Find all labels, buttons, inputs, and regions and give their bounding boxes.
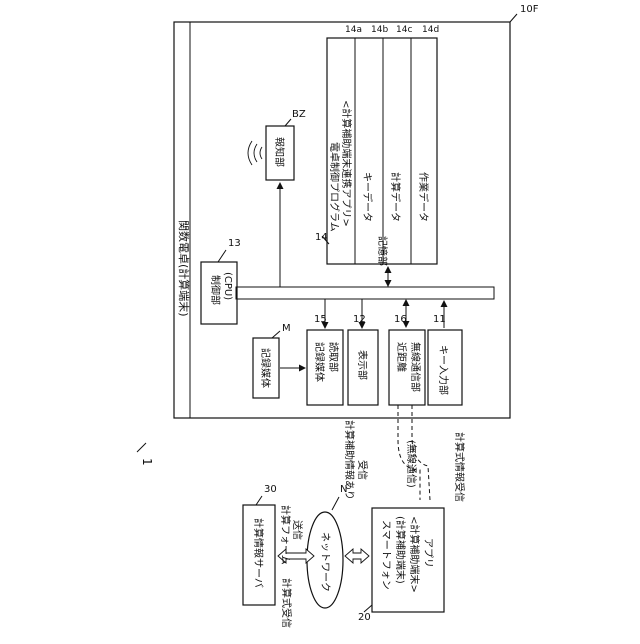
keys-label: キー入力部 (437, 345, 450, 395)
reader-label-line1: 記録媒体 (313, 342, 326, 382)
storage-program-line2: <計算補助端末連携アプリ> (340, 100, 353, 227)
storage-item-key-data: キーデータ (361, 172, 374, 222)
device-title: 関数電卓(計算端末) (177, 220, 191, 317)
sound-wave-icon (248, 141, 262, 165)
storage-ref-14d: 14d (422, 25, 439, 35)
notify-unit-label: 報知部 (273, 137, 286, 167)
phone-ref: 20 (358, 612, 371, 623)
network-ref-leader (332, 497, 339, 510)
storage-program-line1: 電卓制御プログラム (328, 142, 341, 232)
nfc-label-line2: 無線通信部 (409, 342, 422, 392)
storage-ref-14b: 14b (371, 25, 388, 35)
storage-label: 記憶部 (376, 236, 389, 266)
medium-label: 記録媒体 (259, 348, 272, 388)
storage-item-calc-data: 計算データ (389, 172, 402, 222)
annotation-wireless: (無線通信) (405, 440, 418, 488)
phone-label-line2: (計算補助端末) (394, 516, 407, 584)
phone-ref-leader (364, 605, 372, 612)
annotation-aux-info-2: 受信 (356, 460, 368, 480)
display-ref: 12 (353, 314, 366, 325)
server-label: 計算情報サーバ (252, 518, 265, 588)
phone-label-line4: アプリ (422, 538, 434, 568)
figure-label-leader (137, 443, 146, 452)
control-unit-sub: (CPU) (222, 272, 233, 300)
annotation-calc-form-send-2: 送信 (291, 520, 304, 540)
figure-label: 1 (140, 458, 154, 466)
reader-label-line2: 読取部 (327, 342, 340, 372)
medium-ref-leader (272, 331, 280, 338)
bus (236, 287, 494, 299)
server-ref-leader (256, 496, 262, 505)
server-ref: 30 (264, 484, 277, 495)
nfc-label-line1: 近距離 (395, 342, 408, 372)
device-ref: 10F (520, 4, 539, 15)
network-label: ネットワーク (319, 532, 331, 592)
control-unit-ref: 13 (228, 238, 241, 249)
medium-ref: M (282, 323, 291, 334)
annotation-calc-form-send-1: 計算フォーム (279, 505, 292, 565)
network-phone-arrow (345, 549, 369, 563)
storage-ref: 14 (315, 232, 328, 243)
phone-label-line1: スマートフォン (380, 520, 391, 590)
notify-unit-ref: BZ (292, 109, 306, 120)
device-ref-leader (510, 14, 517, 22)
annotation-aux-info-1: 計算補助情報あり (343, 420, 356, 500)
annotation-formula-info-receive: 計算式情報受信 (453, 432, 466, 502)
control-ref-leader (218, 250, 226, 262)
notify-ref-leader (285, 119, 291, 126)
annotation-formula-receive: 計算式受信 (280, 578, 293, 628)
display-label: 表示部 (356, 350, 369, 380)
control-unit-label: 制御部 (209, 275, 222, 305)
storage-item-work-data: 作業データ (417, 172, 430, 222)
nfc-ref: 16 (394, 314, 407, 325)
phone-label-line3: <計算補助端末> (408, 516, 421, 593)
storage-ref-14a: 14a (345, 25, 362, 35)
storage-ref-14c: 14c (396, 25, 412, 35)
